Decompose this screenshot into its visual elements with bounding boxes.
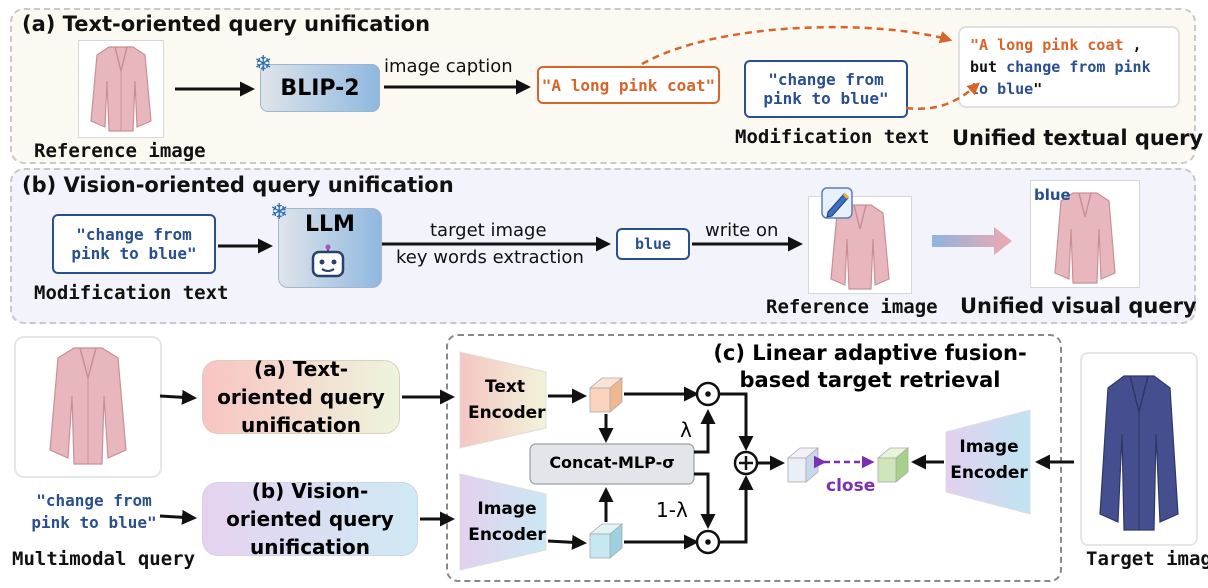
pink-coat-icon [90,46,152,132]
modification-caption-a: Modification text [735,126,930,148]
blip2-box: BLIP-2 [260,64,380,112]
text-unification-box: (a) Text-oriented query unification [202,357,400,437]
blue-coat-icon [1099,375,1179,531]
llm-label: LLM [305,212,355,237]
panel-a-title: (a) Text-oriented query unification [22,12,431,36]
caption-box: "A long pink coat" [537,66,720,104]
unified-end: " [1033,80,1043,98]
reference-image-b [808,196,912,294]
multimodal-query-caption: Multimodal query [12,548,196,570]
lambda-label: λ [680,418,692,442]
reference-image-a [78,40,164,138]
pencil-icon [821,187,853,219]
target-image-label: target image [430,220,547,241]
target-encoder-label: Image Encoder [950,437,1028,483]
unified-but: but [970,58,998,76]
fusion-title: (c) Linear adaptive fusion-based target … [700,340,1040,394]
modification-caption-b: Modification text [34,282,229,304]
image-caption-label: image caption [384,56,513,77]
modification-box-a: "change from pink to blue" [744,60,908,118]
pink-coat-icon [830,204,890,290]
unified-visual-image [1030,180,1140,288]
image-encoder-label: Image Encoder [468,499,546,545]
modification-text-b: "change from pink to blue" [71,225,197,263]
keyword-text: blue [634,235,672,253]
close-label: close [826,476,876,496]
reference-caption-b: Reference image [766,296,938,318]
fusion-title-text: (c) Linear adaptive fusion-based target … [713,341,1027,392]
caption-text: "A long pink coat" [541,75,716,95]
vision-unification-label: (b) Vision-oriented query unification [226,479,394,559]
unified-change: change from pink to blue [970,58,1151,98]
robot-icon [311,244,345,278]
reference-caption-a: Reference image [34,140,206,162]
target-caption: Target image [1086,548,1208,570]
unified-part1: "A long pink coat [970,36,1124,54]
modification-box-b: "change from pink to blue" [52,214,216,274]
blip2-label: BLIP-2 [280,75,360,101]
panel-b-title: (b) Vision-oriented query unification [22,173,454,197]
target-image [1080,352,1198,546]
snowflake-icon: ❄ [254,52,273,77]
text-encoder-label: Text Encoder [468,377,546,423]
multimodal-query-image [14,336,162,478]
keyword-extraction-label: key words extraction [396,247,584,268]
vision-unification-box: (b) Vision-oriented query unification [202,479,418,559]
unified-textual-caption: Unified textual query [952,126,1204,150]
keyword-box: blue [616,228,690,260]
one-minus-lambda-label: 1-λ [656,498,688,522]
unified-visual-caption: Unified visual query [960,294,1197,318]
multimodal-query-text: "change from pink to blue" [31,491,157,532]
pink-coat-icon [1054,192,1116,284]
write-on-label: write on [705,220,779,241]
unified-textual-box: "A long pink coat , but change from pink… [958,26,1180,108]
mlp-label: Concat-MLP-σ [549,453,675,472]
overlay-word: blue [1034,186,1071,204]
gradient-arrow [932,227,1012,255]
modification-text-a: "change from pink to blue" [763,70,889,108]
text-unification-label: (a) Text-oriented query unification [217,357,385,437]
snowflake-icon-llm: ❄ [270,200,289,225]
unified-comma: , [1123,36,1142,54]
pink-coat-icon [49,347,127,465]
